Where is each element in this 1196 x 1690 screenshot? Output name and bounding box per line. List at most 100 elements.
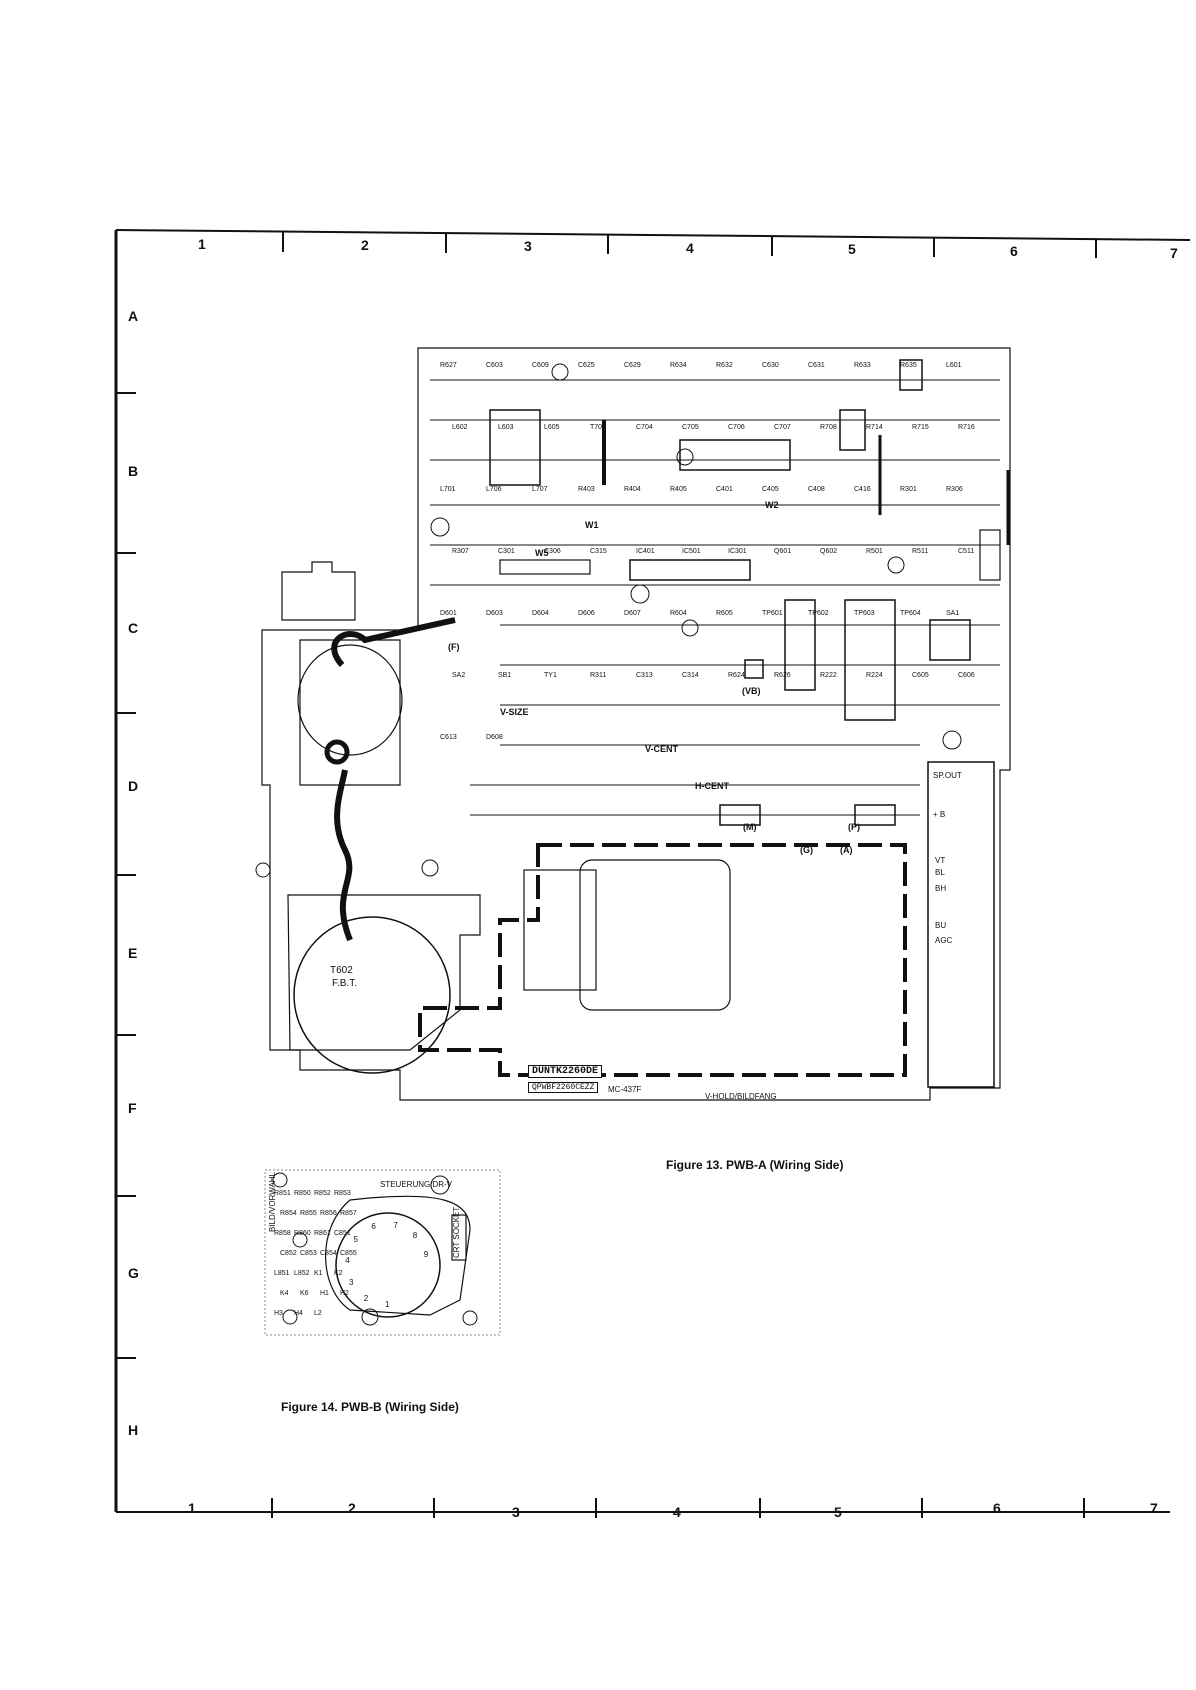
connector-label: (F) [448, 642, 460, 652]
connector-label: W2 [765, 500, 779, 510]
part-label: R851 [274, 1190, 291, 1197]
part-label: C853 [300, 1250, 317, 1257]
column-number-top: 1 [198, 236, 206, 252]
part-label: R708 [820, 424, 837, 431]
column-number-top: 4 [686, 240, 694, 256]
part-label: C630 [762, 362, 779, 369]
part-label: R301 [900, 486, 917, 493]
part-label: R404 [624, 486, 641, 493]
part-label: K6 [300, 1290, 309, 1297]
part-label: R405 [670, 486, 687, 493]
transformer-label: T602 [330, 965, 353, 976]
part-label: SA1 [946, 610, 960, 617]
part-label: K2 [334, 1270, 343, 1277]
part-label: TP603 [854, 610, 875, 617]
part-label: C408 [808, 486, 825, 493]
part-label: H4 [294, 1310, 303, 1317]
part-label: D608 [486, 734, 503, 741]
connector-label: (VB) [742, 686, 761, 696]
column-number-top: 6 [1010, 243, 1018, 259]
figure-14-caption: Figure 14. PWB-B (Wiring Side) [281, 1400, 459, 1414]
part-label: C315 [590, 548, 607, 555]
part-label: C606 [958, 672, 975, 679]
part-label: H2 [340, 1290, 349, 1297]
part-label: R858 [274, 1230, 291, 1237]
part-label: C705 [682, 424, 699, 431]
side-panel-label: + B [933, 810, 946, 819]
part-label: IC401 [636, 548, 655, 555]
part-label: C511 [958, 548, 975, 555]
part-label: T701 [590, 424, 606, 431]
socket-pin-number: 8 [412, 1231, 418, 1241]
row-letter: G [128, 1265, 139, 1281]
part-label: C704 [636, 424, 653, 431]
part-label: C852 [280, 1250, 297, 1257]
column-number-top: 5 [848, 241, 856, 257]
side-panel-label: AGC [935, 936, 953, 945]
connector-label: (G) [800, 845, 813, 855]
part-label: C851 [334, 1230, 351, 1237]
socket-pin-number: 6 [371, 1222, 376, 1232]
part-label: R632 [716, 362, 733, 369]
part-label: R306 [946, 486, 963, 493]
part-label: R716 [958, 424, 975, 431]
socket-pin-number: 2 [363, 1293, 369, 1303]
column-number-bottom: 5 [834, 1504, 842, 1520]
column-number-bottom: 1 [188, 1500, 196, 1516]
part-label: R403 [578, 486, 595, 493]
grid-frame [114, 229, 1191, 1518]
part-label: TY1 [544, 672, 557, 679]
side-panel-label: BL [935, 868, 945, 877]
part-label: R715 [912, 424, 929, 431]
part-label: R511 [912, 548, 929, 555]
part-label: R856 [320, 1210, 337, 1217]
column-number-top: 3 [524, 238, 532, 254]
row-letter: D [128, 778, 139, 794]
part-label: R624 [728, 672, 745, 679]
column-number-bottom: 6 [993, 1500, 1001, 1516]
part-label: R854 [280, 1210, 297, 1217]
pwb-b-board [264, 1169, 501, 1336]
part-label: R501 [866, 548, 883, 555]
part-label: TP601 [762, 610, 783, 617]
row-letter: F [128, 1100, 137, 1116]
part-label: C313 [636, 672, 653, 679]
model-label: MC-437F [608, 1085, 642, 1094]
part-label: C629 [624, 362, 641, 369]
part-label: C401 [716, 486, 733, 493]
part-label: H1 [320, 1290, 329, 1297]
board-part-number: DUNTK2260DE [528, 1065, 603, 1078]
connector-label: H-CENT [695, 781, 729, 791]
column-number-top: 2 [361, 237, 369, 253]
part-label: L605 [544, 424, 560, 431]
part-label: C613 [440, 734, 457, 741]
part-label: R860 [294, 1230, 311, 1237]
part-label: H3 [274, 1310, 283, 1317]
part-label: R604 [670, 610, 687, 617]
socket-pin-number: 5 [353, 1235, 358, 1245]
part-label: C707 [774, 424, 791, 431]
connector-label: (A) [840, 845, 853, 855]
hold-label: V-HOLD/BILDFANG [705, 1092, 777, 1101]
part-label: C603 [486, 362, 503, 369]
part-label: L2 [314, 1310, 322, 1317]
column-number-bottom: 4 [673, 1504, 681, 1520]
part-label: L602 [452, 424, 468, 431]
row-letter: C [128, 620, 139, 636]
part-label: C416 [854, 486, 871, 493]
socket-pin-number: 7 [393, 1220, 398, 1230]
part-label: R633 [854, 362, 871, 369]
part-label: D603 [486, 610, 503, 617]
part-label: D606 [578, 610, 595, 617]
connector-label: W5 [535, 548, 549, 558]
part-label: R857 [340, 1210, 357, 1217]
part-label: R627 [440, 362, 457, 369]
column-number-bottom: 3 [512, 1504, 520, 1520]
pwb-b-header-label: STEUERUNG/DR-V [380, 1180, 453, 1189]
part-label: R307 [452, 548, 469, 555]
part-label: C306 [544, 548, 561, 555]
part-label: R714 [866, 424, 883, 431]
row-letter: B [128, 463, 139, 479]
part-label: C314 [682, 672, 699, 679]
